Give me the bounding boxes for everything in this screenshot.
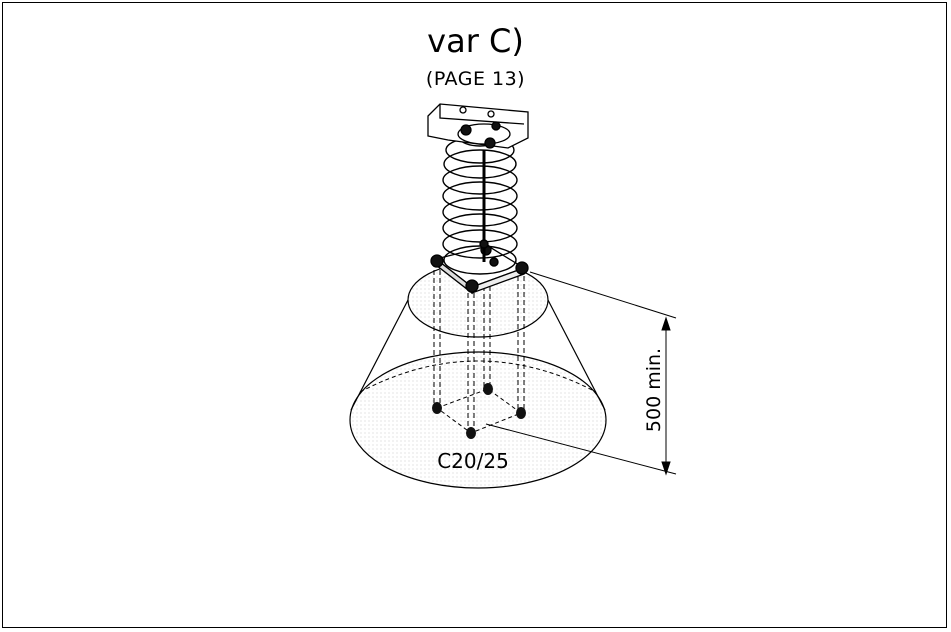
anchor-base-square bbox=[432, 383, 526, 439]
depth-dimension bbox=[485, 271, 677, 476]
spring-coil bbox=[442, 129, 518, 275]
anchor-rods bbox=[433, 262, 525, 432]
cone-base-ellipse bbox=[349, 351, 607, 489]
drawing-title: var C) bbox=[427, 22, 524, 60]
concrete-grade-label: C20/25 bbox=[437, 449, 509, 473]
page-reference: (PAGE 13) bbox=[425, 68, 526, 90]
top-bracket bbox=[427, 103, 529, 149]
depth-label: 500 min. bbox=[643, 348, 665, 432]
concrete-cone bbox=[349, 262, 607, 489]
cone-hidden-rim bbox=[359, 360, 597, 393]
base-plate bbox=[430, 244, 529, 295]
